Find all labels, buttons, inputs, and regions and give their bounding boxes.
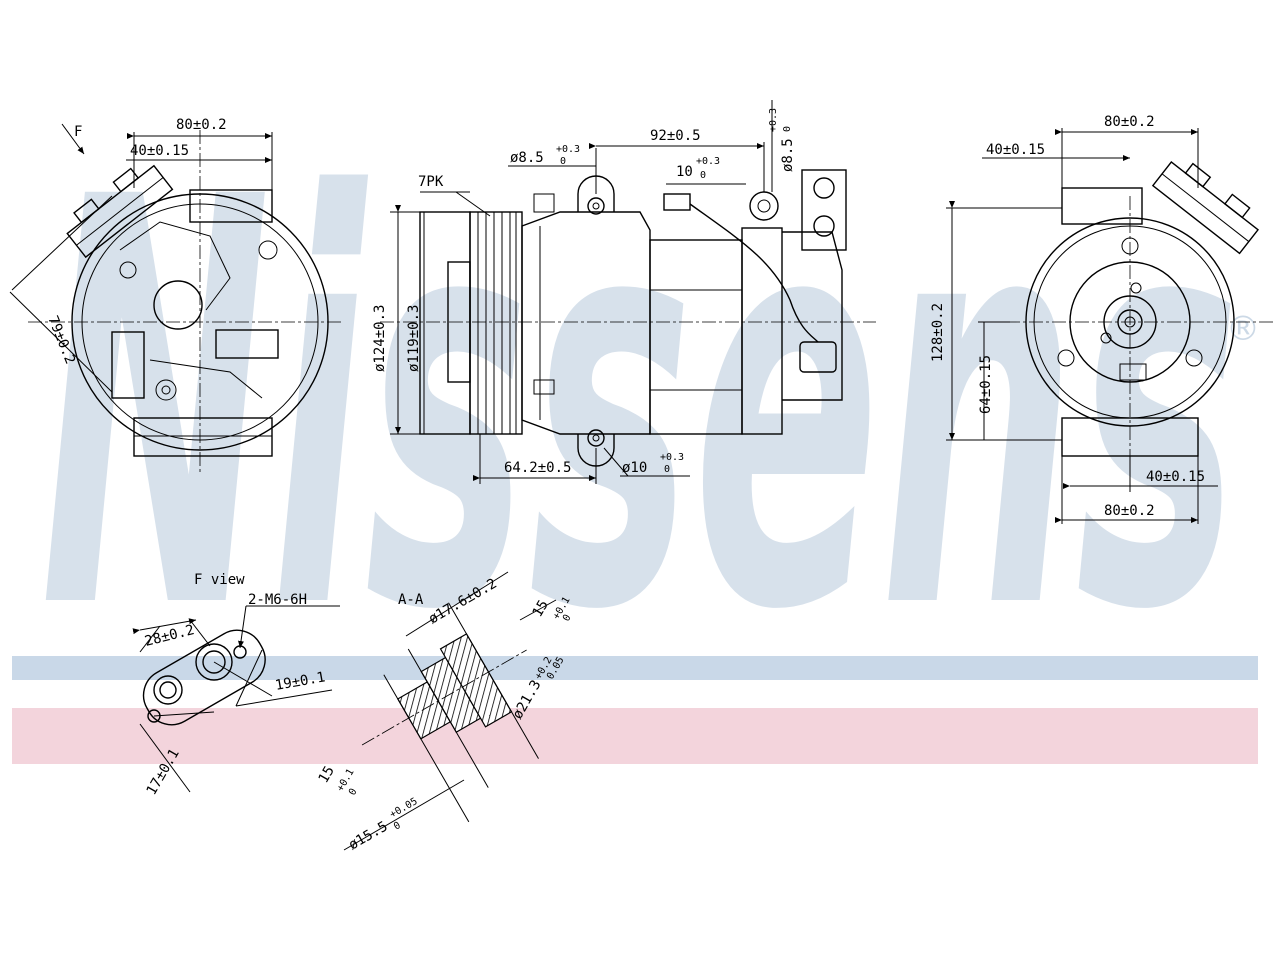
f-thread: 2-M6-6H: [248, 592, 307, 608]
side-hole-right-tol: +0.3: [768, 108, 779, 132]
section-dim-15-tol2: 0: [561, 613, 574, 624]
section-dim-15: 15: [530, 597, 552, 620]
right-dim-40-bottom: 40±0.15: [1146, 469, 1205, 485]
side-dim-92: 92±0.5: [650, 128, 701, 144]
side-belt-7pk: 7PK: [418, 174, 444, 190]
blue-band: [12, 656, 1258, 680]
section-title: A-A: [398, 592, 424, 608]
brand-watermark: Nissens: [40, 81, 1240, 733]
side-dia-119: ø119±0.3: [406, 305, 422, 372]
side-dim-10-tol: +0.3: [696, 156, 720, 167]
side-dim-10: 10: [676, 164, 693, 180]
right-dim-80-top: 80±0.2: [1104, 114, 1155, 130]
right-dim-40-top: 40±0.15: [986, 142, 1045, 158]
f-view-title: F view: [194, 572, 245, 588]
side-hole-right-tol2: 0: [782, 126, 793, 132]
pink-band: [12, 708, 1258, 764]
brand-background: Nissens ®: [12, 81, 1260, 764]
side-hole-top-tol: +0.3: [556, 144, 580, 155]
section-dim-15b: 15: [316, 763, 338, 786]
section-dim-15b-tol2: 0: [347, 787, 360, 798]
side-hole-bottom-tol: +0.3: [660, 452, 684, 463]
side-hole-bottom-tol2: 0: [664, 464, 670, 475]
right-dim-64: 64±0.15: [978, 355, 994, 414]
right-dim-80-bottom: 80±0.2: [1104, 503, 1155, 519]
side-hole-right: ø8.5: [780, 138, 796, 172]
side-dim-64: 64.2±0.5: [504, 460, 571, 476]
side-dia-124: ø124±0.3: [372, 305, 388, 372]
f-view-detail: F view 28±0.2 2-M6-6H 19±0.1 17±0.1: [132, 572, 340, 798]
side-hole-top: ø8.5: [510, 150, 544, 166]
side-view: ø124±0.3 ø119±0.3 7PK ø8.5 +0.3 0 92±0.5…: [372, 100, 876, 484]
left-view: 80±0.2 40±0.15 79±0.2 F: [9, 117, 342, 472]
left-dim-half: 40±0.15: [130, 143, 189, 159]
left-view-marker: F: [74, 124, 82, 140]
section-dia-15-tol2: 0: [392, 820, 403, 833]
side-hole-bottom: ø10: [622, 460, 647, 476]
section-dia-15: ø15.5: [346, 819, 391, 854]
left-dim-width: 80±0.2: [176, 117, 227, 133]
side-dim-10-tol2: 0: [700, 170, 706, 181]
right-dim-128: 128±0.2: [930, 303, 946, 362]
registered-mark: ®: [1226, 309, 1260, 349]
side-hole-top-tol2: 0: [560, 156, 566, 167]
right-view: 80±0.2 40±0.15 128±0.2 64±0.15 40±0.15 8…: [930, 114, 1276, 524]
